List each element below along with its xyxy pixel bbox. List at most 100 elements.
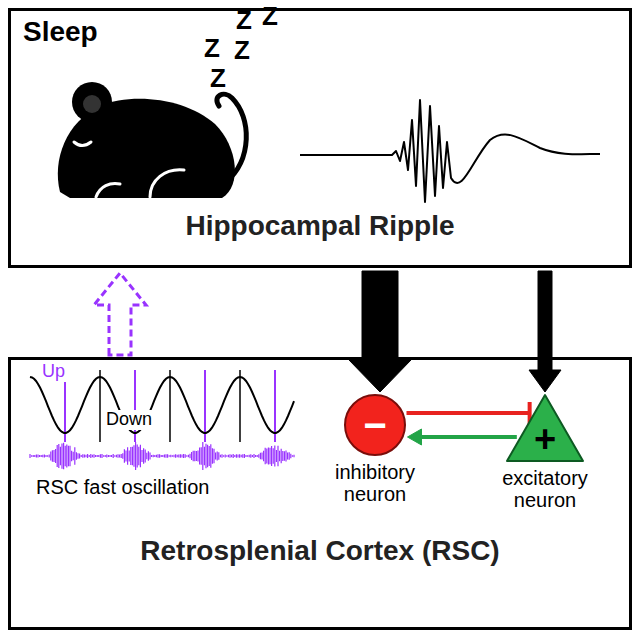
noise-stroke: [293, 455, 294, 458]
noise-stroke: [223, 455, 224, 456]
noise-stroke: [44, 455, 45, 458]
noise-stroke: [45, 455, 46, 457]
noise-stroke: [135, 442, 136, 470]
noise-stroke: [229, 454, 230, 458]
noise-stroke: [225, 455, 226, 458]
noise-stroke: [185, 454, 186, 458]
noise-stroke: [153, 455, 154, 458]
noise-stroke: [29, 454, 30, 458]
noise-stroke: [129, 450, 130, 461]
noise-stroke: [167, 454, 168, 457]
noise-stroke: [178, 454, 179, 457]
noise-stroke: [199, 447, 200, 464]
noise-stroke: [250, 454, 251, 458]
noise-stroke: [34, 455, 35, 457]
noise-stroke: [194, 451, 195, 461]
noise-stroke: [204, 447, 205, 466]
noise-stroke: [31, 455, 32, 457]
noise-stroke: [41, 455, 42, 457]
noise-stroke: [273, 448, 274, 463]
noise-stroke: [279, 451, 280, 461]
noise-stroke: [281, 449, 282, 464]
noise-stroke: [73, 452, 74, 460]
noise-stroke: [138, 447, 139, 465]
noise-stroke: [79, 454, 80, 459]
up-marker: [204, 370, 206, 442]
neuron-label: inhibitory neuron: [315, 461, 435, 505]
down-label: Down: [104, 410, 154, 430]
noise-stroke: [68, 446, 69, 467]
down-marker: [239, 370, 241, 442]
arrow-head: [407, 429, 421, 445]
noise-stroke: [85, 455, 86, 458]
noise-stroke: [221, 454, 222, 458]
noise-stroke: [36, 454, 37, 457]
excitatory-neuron: +excitatory neuron: [485, 393, 605, 515]
noise-stroke: [172, 455, 173, 457]
noise-stroke: [125, 450, 126, 461]
noise-stroke: [241, 455, 242, 457]
noise-stroke: [285, 450, 286, 461]
noise-stroke: [63, 443, 64, 469]
noise-stroke: [245, 455, 246, 457]
noise-stroke: [292, 455, 293, 457]
noise-stroke: [265, 448, 266, 464]
panel-title: Hippocampal Ripple: [11, 211, 629, 242]
noise-stroke: [220, 455, 221, 458]
noise-stroke: [226, 455, 227, 457]
up-label: Up: [40, 362, 67, 382]
noise-stroke: [154, 455, 155, 457]
noise-stroke: [105, 455, 106, 457]
noise-stroke: [237, 454, 238, 457]
noise-stroke: [76, 452, 77, 459]
noise-stroke: [258, 454, 259, 458]
slow-oscillation: [30, 370, 294, 442]
noise-stroke: [213, 449, 214, 464]
noise-stroke: [269, 448, 270, 464]
noise-stroke: [202, 442, 203, 470]
noise-stroke: [175, 454, 176, 457]
sine-wave: [30, 377, 294, 433]
noise-stroke: [109, 455, 110, 457]
noise-stroke: [261, 452, 262, 459]
panel-title: Retrosplenial Cortex (RSC): [140, 536, 500, 567]
sleep-z: Z: [262, 2, 278, 31]
noise-stroke: [74, 447, 75, 464]
noise-stroke: [103, 455, 104, 457]
noise-stroke: [253, 454, 254, 458]
noise-stroke: [260, 453, 261, 460]
noise-stroke: [58, 444, 59, 468]
oscillation-label: RSC fast oscillation: [36, 476, 209, 498]
noise-stroke: [196, 451, 197, 461]
ripple-trace: [300, 100, 600, 202]
noise-stroke: [52, 450, 53, 461]
noise-stroke: [33, 455, 34, 457]
noise-stroke: [82, 454, 83, 457]
noise-stroke: [146, 453, 147, 459]
sleep-z: Z: [234, 36, 250, 65]
input-arrow: [529, 271, 561, 392]
noise-stroke: [117, 454, 118, 457]
noise-stroke: [217, 451, 218, 460]
noise-stroke: [205, 444, 206, 469]
noise-stroke: [207, 445, 208, 468]
noise-stroke: [159, 454, 160, 458]
noise-stroke: [111, 455, 112, 457]
noise-stroke: [189, 454, 190, 459]
noise-stroke: [201, 447, 202, 465]
noise-stroke: [287, 452, 288, 459]
noise-stroke: [49, 454, 50, 457]
noise-stroke: [116, 455, 117, 458]
noise-stroke: [164, 455, 165, 458]
noise-stroke: [157, 454, 158, 457]
noise-stroke: [47, 455, 48, 457]
block-arrow: [94, 273, 146, 355]
noise-stroke: [234, 455, 235, 457]
noise-stroke: [151, 455, 152, 457]
noise-stroke: [141, 450, 142, 462]
noise-stroke: [71, 451, 72, 461]
inhibition-line: [406, 402, 529, 424]
noise-stroke: [257, 455, 258, 457]
noise-stroke: [145, 450, 146, 463]
noise-stroke: [130, 447, 131, 465]
